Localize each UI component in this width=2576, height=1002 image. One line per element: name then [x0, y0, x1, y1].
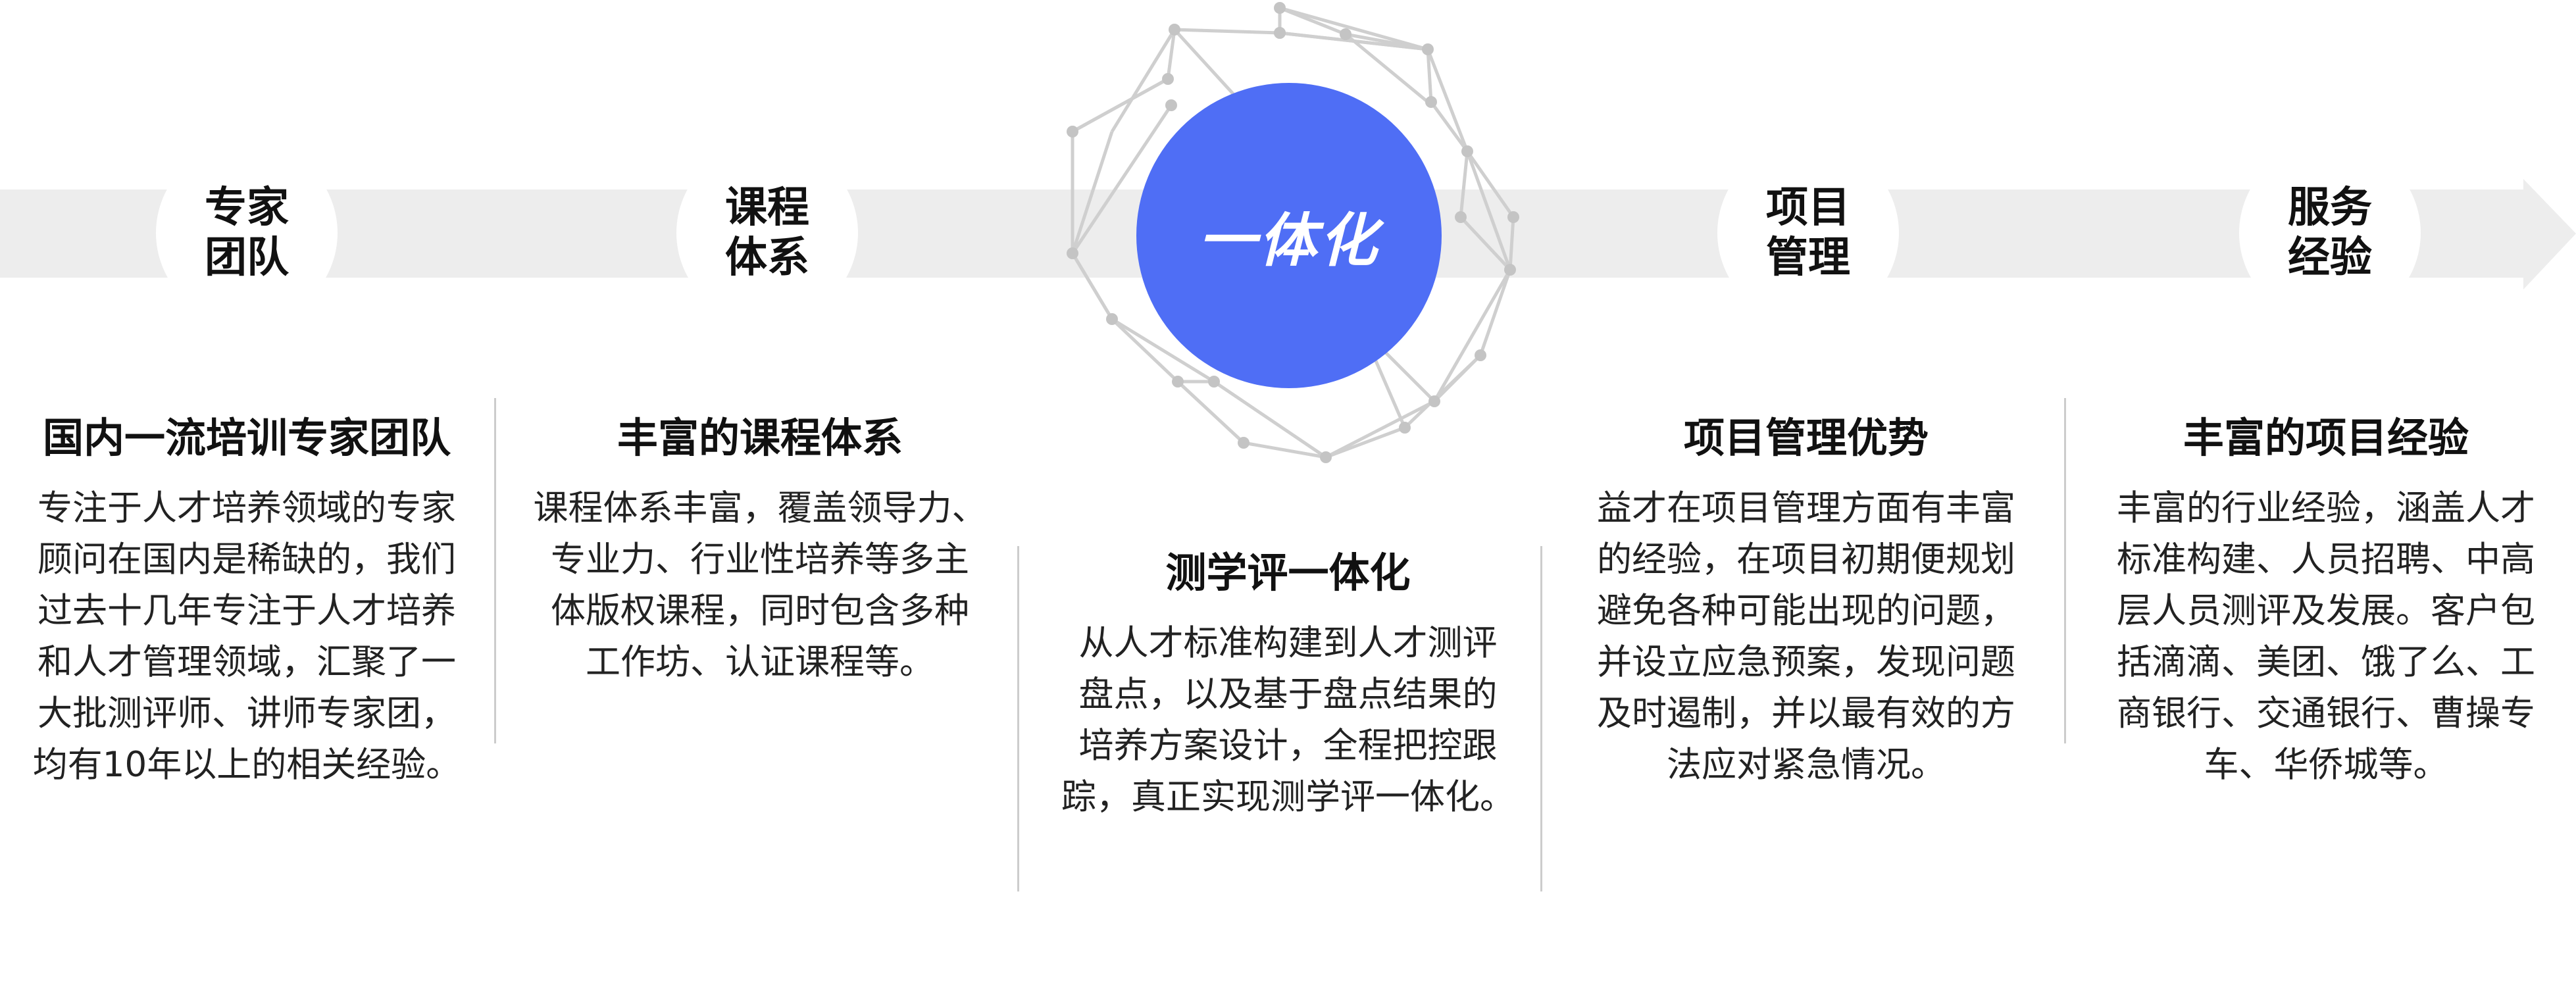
network-edge	[1478, 269, 1512, 356]
column-title: 丰富的项目经验	[2183, 414, 2469, 462]
divider-2	[1017, 546, 1019, 891]
network-edge	[1071, 252, 1114, 320]
center-circle: 一体化	[1136, 83, 1442, 388]
network-edge	[1429, 101, 1469, 153]
network-edge	[1426, 49, 1469, 152]
center-label: 一体化	[1198, 206, 1380, 274]
network-edge	[1174, 28, 1280, 35]
divider-1	[494, 398, 496, 743]
network-edge	[1465, 151, 1512, 270]
column-title: 项目管理优势	[1683, 414, 1929, 462]
network-node	[1507, 211, 1519, 223]
column-curriculum: 丰富的课程体系 课程体系丰富，覆盖领导力、 专业力、行业性培养等多主 体版权课程…	[520, 413, 1000, 688]
network-node	[1455, 211, 1467, 223]
column-body: 专注于人才培养领域的专家 顾问在国内是稀缺的，我们 过去十几年专注于人才培养 和…	[32, 488, 461, 785]
node-label-project-management: 项目 管理	[1766, 184, 1850, 282]
divider-4	[2064, 398, 2066, 743]
node-label-experts: 专家 团队	[205, 184, 289, 282]
network-edge	[1433, 354, 1482, 403]
divider-3	[1540, 546, 1542, 891]
node-circle-project-management: 项目 管理	[1717, 142, 1899, 324]
network-node	[1238, 437, 1250, 449]
network-node	[1399, 422, 1411, 434]
network-node	[1504, 264, 1516, 276]
network-node	[1172, 376, 1184, 388]
network-node	[1422, 43, 1434, 55]
network-edge	[1111, 317, 1215, 384]
network-edge	[1111, 318, 1179, 383]
column-title: 测学评一体化	[1165, 549, 1411, 597]
network-node	[1067, 247, 1078, 259]
network-edge	[1459, 151, 1469, 218]
network-edge	[1110, 28, 1176, 133]
network-edge	[1508, 216, 1515, 270]
column-integration: 测学评一体化 从人才标准构建到人才测评 盘点，以及基于盘点结果的 培养方案设计，…	[1040, 548, 1536, 823]
column-body: 丰富的行业经验，涵盖人才 标准构建、人员招聘、中高 层人员测评及发展。客户包 括…	[2117, 488, 2535, 785]
node-label-service: 服务 经验	[2288, 184, 2372, 282]
network-node	[1208, 376, 1220, 388]
network-edge	[1243, 441, 1326, 459]
network-node	[1320, 451, 1332, 463]
column-experts: 国内一流培训专家团队 专注于人才培养领域的专家 顾问在国内是稀缺的，我们 过去十…	[16, 413, 477, 791]
column-body: 从人才标准构建到人才测评 盘点，以及基于盘点结果的 培养方案设计，全程把控跟 踪…	[1061, 623, 1515, 817]
network-node	[1067, 126, 1078, 138]
column-body: 益才在项目管理方面有丰富 的经验，在项目初期便规划 避免各种可能出现的问题， 并…	[1597, 488, 2015, 785]
network-edge	[1071, 77, 1169, 134]
network-node	[1425, 96, 1437, 108]
network-edge	[1325, 399, 1436, 459]
network-edge	[1426, 49, 1433, 103]
column-project-management: 项目管理优势 益才在项目管理方面有丰富 的经验，在项目初期便规划 避免各种可能出…	[1566, 413, 2046, 791]
network-node	[1461, 145, 1473, 157]
node-circle-curriculum: 课程 体系	[676, 142, 858, 324]
network-node	[1165, 99, 1177, 111]
network-edge	[1176, 380, 1245, 444]
network-node	[1274, 27, 1286, 39]
network-edge	[1344, 33, 1429, 103]
column-body: 课程体系丰富，覆盖领导力、 专业力、行业性培养等多主 体版权课程，同时包含多种 …	[533, 488, 987, 682]
network-edge	[1465, 150, 1515, 218]
network-edge	[1071, 131, 1114, 254]
network-edge	[1279, 6, 1428, 51]
network-node	[1428, 395, 1440, 407]
network-edge	[1071, 104, 1173, 255]
network-edge	[1173, 28, 1245, 107]
network-node	[1106, 313, 1118, 325]
network-edge	[1432, 268, 1512, 403]
column-title: 丰富的课程体系	[617, 414, 903, 462]
network-node	[1162, 73, 1174, 85]
column-project-experience: 丰富的项目经验 丰富的行业经验，涵盖人才 标准构建、人员招聘、中高 层人员测评及…	[2086, 413, 2566, 791]
node-label-curriculum: 课程 体系	[725, 184, 809, 282]
network-node	[1274, 2, 1286, 14]
node-circle-service: 服务 经验	[2239, 142, 2421, 324]
network-node	[1169, 24, 1180, 36]
node-circle-experts: 专家 团队	[156, 142, 338, 324]
network-edge	[1459, 216, 1511, 271]
network-edge	[1166, 29, 1176, 80]
network-edge	[1213, 380, 1327, 459]
network-node	[1340, 28, 1351, 40]
column-title: 国内一流培训专家团队	[42, 414, 451, 462]
network-node	[1475, 349, 1486, 361]
